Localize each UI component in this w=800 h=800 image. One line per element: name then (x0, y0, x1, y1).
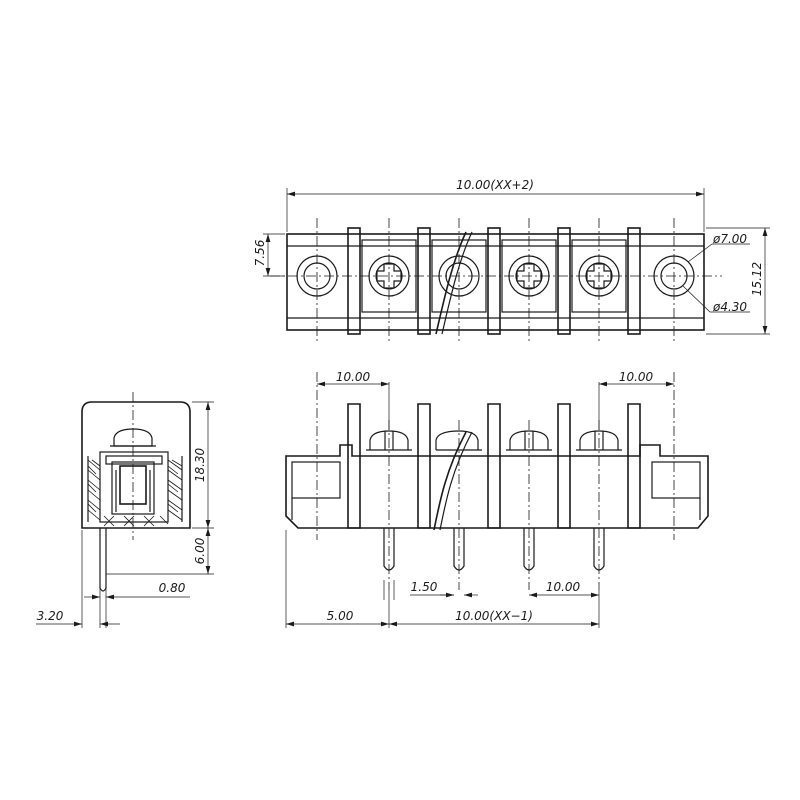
end-offset-left-label: 10.00 (336, 370, 371, 384)
front-view-pins (383, 528, 605, 571)
break-line (433, 431, 467, 531)
top-height-label: 7.56 (253, 239, 267, 266)
pitch-label: 10.00 (546, 580, 581, 594)
pin-width-label: 0.80 (159, 581, 186, 595)
front-view (285, 372, 709, 590)
side-view (81, 392, 191, 592)
top-view-centerlines (270, 218, 722, 344)
end-offset-right-label: 10.00 (619, 370, 654, 384)
front-view-centerlines (316, 372, 675, 590)
first-pin-offset-label: 5.00 (327, 609, 354, 623)
pin-span-label: 10.00(XX−1) (455, 609, 533, 623)
top-view-body-outline (286, 233, 705, 331)
front-view-screw-heads (366, 430, 622, 451)
pin-thickness-label: 1.50 (411, 580, 438, 594)
top-view-barriers (347, 227, 641, 335)
front-view-housing (285, 444, 709, 529)
hole-diameter-label: ø4.30 (712, 300, 747, 314)
break-line (435, 231, 467, 335)
outer-diameter-label: ø7.00 (712, 232, 747, 246)
side-view-dimensions: 18.30 6.00 0.80 3.20 (36, 401, 214, 628)
body-height-label: 18.30 (193, 447, 207, 482)
pin-offset-label: 3.20 (37, 609, 64, 623)
front-view-barriers (347, 403, 641, 529)
top-view-dimensions: 10.00(XX+2) 7.56 15.12 ø7.00 ø4.30 (253, 178, 770, 335)
side-view-housing (81, 401, 191, 529)
side-view-hatching (87, 456, 183, 527)
total-depth-label: 15.12 (750, 262, 764, 296)
pin-length-label: 6.00 (193, 537, 207, 564)
overall-length-label: 10.00(XX+2) (456, 178, 534, 192)
top-view (270, 218, 722, 344)
side-view-pin (99, 528, 107, 592)
front-view-dimensions: 10.00 10.00 1.50 10.00 5.00 10.00(XX−1) (285, 370, 674, 628)
